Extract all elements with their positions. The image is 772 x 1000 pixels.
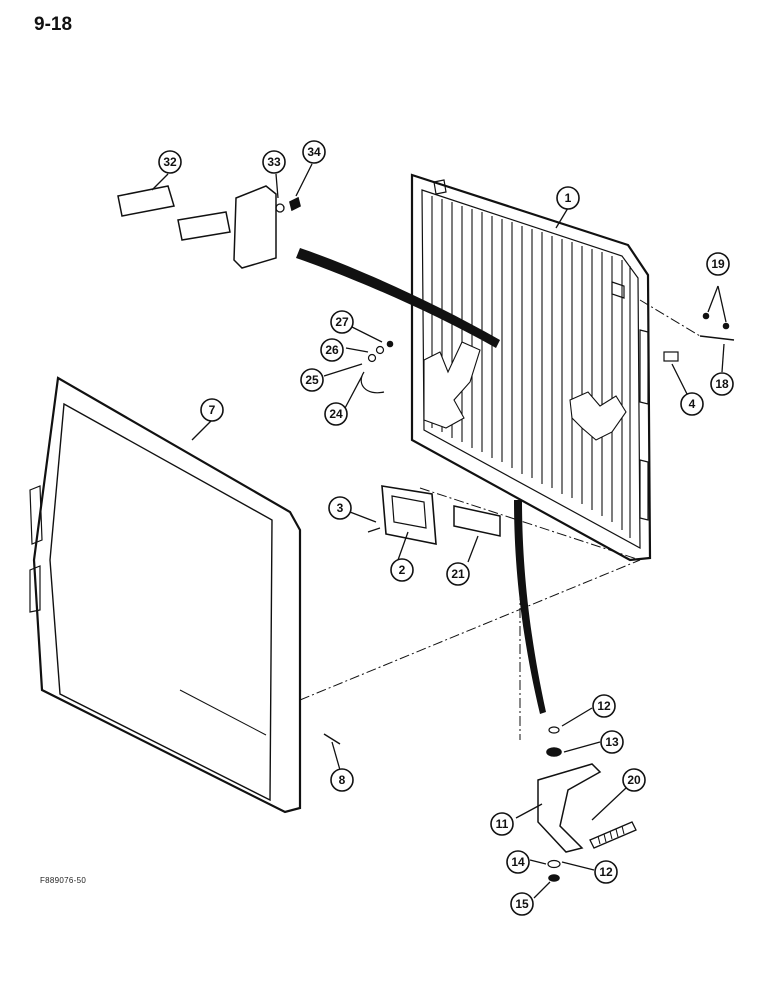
bracket-assembly — [117, 185, 301, 269]
callout-27: 27 — [335, 315, 349, 329]
callout-32: 32 — [163, 155, 177, 169]
assembly-lines — [299, 299, 701, 740]
callout-13-circle — [600, 730, 624, 754]
callout-20-circle — [622, 768, 646, 792]
callout-26: 26 — [325, 343, 339, 357]
fastener-stack — [360, 340, 394, 394]
seal-assembly — [367, 485, 501, 545]
pin-left — [702, 312, 710, 320]
rod-part — [699, 335, 735, 341]
callout-18: 18 — [715, 377, 729, 391]
callout-34-circle — [302, 140, 326, 164]
callout-19-circle — [706, 252, 730, 276]
page-number: 9-18 — [34, 14, 73, 35]
callout-11: 11 — [496, 817, 509, 831]
figure-code: F889076-50 — [40, 876, 87, 885]
callout-15: 15 — [515, 897, 529, 911]
callout-25-circle — [300, 368, 324, 392]
swoosh-band-upper — [296, 248, 500, 348]
callout-2: 2 — [399, 563, 406, 577]
bolt-part — [323, 733, 341, 745]
callout-26-circle — [320, 338, 344, 362]
callout-25: 25 — [305, 373, 319, 387]
swoosh-band-lower — [514, 500, 546, 714]
callout-32-circle — [158, 150, 182, 174]
callout-3-circle — [328, 496, 352, 520]
callout-21: 21 — [451, 567, 465, 581]
callout-12b-circle — [594, 860, 618, 884]
callout-1: 1 — [565, 191, 572, 205]
callout-8-circle — [330, 768, 354, 792]
callout-14: 14 — [511, 855, 525, 869]
callout-11-circle — [490, 812, 514, 836]
callout-19: 19 — [711, 257, 725, 271]
callout-12a: 12 — [597, 699, 611, 713]
pin-right — [722, 322, 730, 330]
callout-12b: 12 — [599, 865, 613, 879]
callout-18-circle — [710, 372, 734, 396]
callout-4-circle — [680, 392, 704, 416]
callout-1-circle — [556, 186, 580, 210]
callout-7-circle — [200, 398, 224, 422]
callout-24: 24 — [329, 407, 343, 421]
callout-33: 33 — [267, 155, 281, 169]
callout-24-circle — [324, 402, 348, 426]
callout-21-circle — [446, 562, 470, 586]
callout-34: 34 — [307, 145, 321, 159]
shroud-frame — [29, 376, 302, 814]
callout-13: 13 — [605, 735, 619, 749]
callout-33-circle — [262, 150, 286, 174]
callout-2-circle — [390, 558, 414, 582]
clip-part — [663, 351, 679, 362]
latch-assembly — [537, 726, 637, 882]
callout-3: 3 — [337, 501, 344, 515]
callout-12a-circle — [592, 694, 616, 718]
callout-8: 8 — [339, 773, 346, 787]
radiator-screen — [410, 173, 652, 562]
callout-20: 20 — [627, 773, 641, 787]
callout-15-circle — [510, 892, 534, 916]
callout-14-circle — [506, 850, 530, 874]
callout-4: 4 — [689, 397, 696, 411]
callout-7: 7 — [209, 403, 216, 417]
callout-27-circle — [330, 310, 354, 334]
